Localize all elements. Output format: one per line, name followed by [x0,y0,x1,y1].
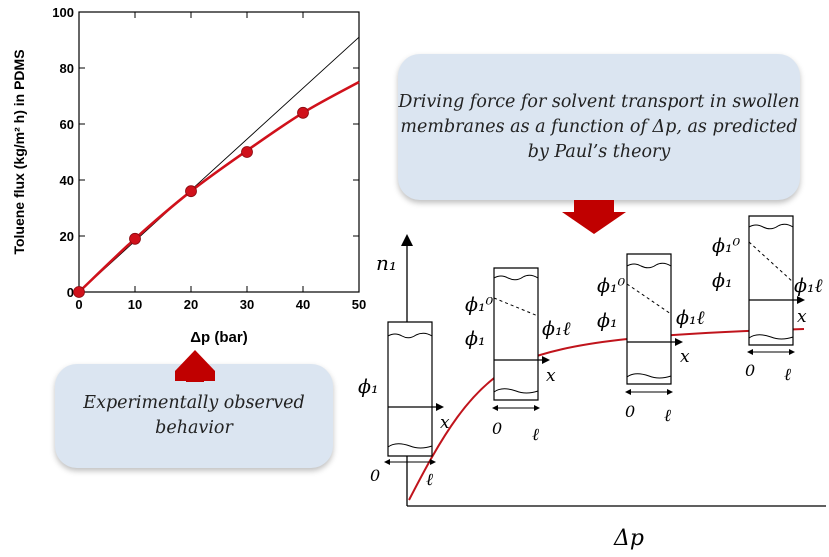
arrow-down-icon [562,200,626,234]
arrow-up-stem [186,370,204,382]
m2-phi-ell: ϕ₁ℓ [542,318,571,340]
m2-x-label: x [546,366,556,386]
callout-experiment-text: Experimentally observed behavior [83,393,305,438]
callout-theory: Driving force for solvent transport in s… [398,54,800,200]
m4-phi-bottom: ϕ₁ [712,270,733,292]
m4-phi-ell: ϕ₁ℓ [794,275,823,297]
n1-axis-label: n₁ [376,251,397,275]
x-tick-label: 0 [75,297,82,312]
m3-zero-label: 0 [625,402,635,421]
membrane-3: x ϕ₁⁰ ϕ₁ ϕ₁ℓ 0 ℓ [597,253,705,426]
callout-theory-text: Driving force for solvent transport in s… [398,91,800,162]
data-point [129,232,141,245]
flux-saturation-curve [408,328,805,501]
y-tick-label: 0 [67,285,74,300]
flux-chart: 0 10 20 30 40 50 0 20 40 60 80 100 Δp (bar) Toluene… [11,5,366,346]
m3-phi-bottom: ϕ₁ [597,310,618,332]
m4-ell-label: ℓ [784,365,791,385]
y-tick-label: 60 [60,117,74,132]
membrane-4: x ϕ₁⁰ ϕ₁ ϕ₁ℓ 0 ℓ [712,215,823,385]
data-point [297,106,309,119]
y-tick-label: 100 [52,5,74,20]
m4-phi-top: ϕ₁⁰ [712,235,741,257]
x-tick-label: 50 [352,297,366,312]
x-tick-label: 30 [240,297,254,312]
m1-zero-label: 0 [370,466,380,485]
data-point [73,286,85,298]
linear-reference-line [78,36,360,293]
arrow-up-icon [175,350,215,381]
m1-phi-bottom: ϕ₁ [358,376,379,398]
m2-phi-top: ϕ₁⁰ [465,294,494,316]
y-axis-label: Toluene flux (kg/m² h) in PDMS [11,49,27,254]
m3-ell-label: ℓ [664,406,671,426]
m3-phi-ell: ϕ₁ℓ [676,307,705,329]
y-tick-label: 20 [60,229,74,244]
n1-axis-arrowhead-icon [401,234,413,246]
x-tick-label: 40 [296,297,310,312]
m2-phi-bottom: ϕ₁ [465,328,486,350]
dp-axis-label: Δp [613,526,644,551]
membrane-2: x ϕ₁⁰ ϕ₁ ϕ₁ℓ 0 ℓ [465,267,571,445]
fit-curve [78,80,360,293]
m3-phi-top: ϕ₁⁰ [597,275,626,297]
series-layer [73,36,360,298]
m2-zero-label: 0 [492,419,502,438]
m4-x-label: x [797,307,807,327]
plot-frame [78,11,360,293]
axis-ticks: 0 10 20 30 40 50 0 20 40 60 80 100 [52,5,366,312]
x-tick-label: 10 [128,297,142,312]
y-tick-label: 80 [60,61,74,76]
y-tick-label: 40 [60,173,74,188]
data-point [241,146,253,158]
m1-ell-label: ℓ [426,470,433,490]
m4-zero-label: 0 [745,361,755,380]
x-tick-label: 20 [184,297,198,312]
m1-x-label: x [440,413,450,433]
m2-ell-label: ℓ [532,425,539,445]
membrane-1: x ϕ₁ 0 ℓ [358,321,450,490]
m3-x-label: x [680,347,690,367]
x-axis-label: Δp (bar) [190,329,247,346]
theory-diagram: n₁ Δp x ϕ₁ 0 ℓ x ϕ₁⁰ [358,215,826,551]
data-point [185,185,197,198]
